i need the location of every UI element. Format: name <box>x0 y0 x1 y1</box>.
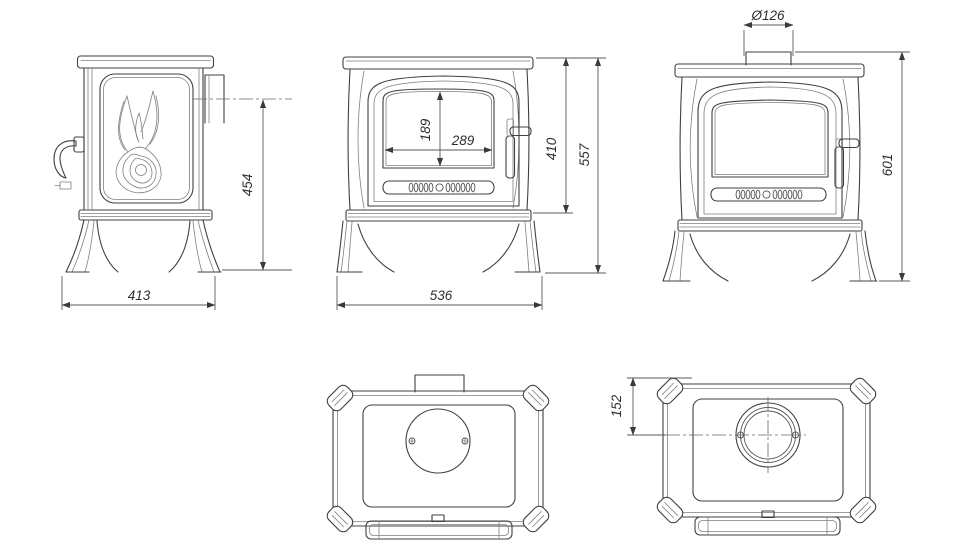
dim-flue-diameter: Ø126 <box>743 8 794 56</box>
flue-view-door-handle <box>834 138 860 189</box>
corner-lugs <box>326 384 550 533</box>
flue-opening <box>666 397 806 473</box>
dim-289: 289 <box>384 133 493 154</box>
dim-536: 536 <box>336 276 543 310</box>
front-view-top-flue: Ø126 <box>662 8 910 282</box>
side-body <box>83 67 204 211</box>
top-view-rear-flue-stub <box>414 374 465 393</box>
dim-557: 557 <box>545 57 606 274</box>
dim-label-557: 557 <box>577 143 592 166</box>
corner-lugs <box>656 377 877 524</box>
flame-relief-icon <box>115 90 162 194</box>
front-view: 189 289 410 557 536 <box>336 56 606 310</box>
flue-view-door <box>697 81 843 219</box>
flue-view-top-plate <box>674 63 865 78</box>
top-view-outline <box>332 390 544 527</box>
dim-601: 601 <box>795 51 910 282</box>
front-door <box>367 75 520 207</box>
dim-label-152: 152 <box>609 394 624 417</box>
side-view: 454 413 <box>53 55 292 310</box>
vent-knob <box>435 183 444 192</box>
dim-label-413: 413 <box>128 288 151 303</box>
vent-knob <box>762 190 771 199</box>
front-legs <box>336 220 541 273</box>
dim-label-189: 189 <box>418 118 433 141</box>
dim-label-536: 536 <box>430 288 453 303</box>
flue-view-legs <box>662 230 878 282</box>
side-panel <box>99 73 194 204</box>
front-top-plate <box>342 56 534 70</box>
flue-view-body <box>679 76 861 221</box>
top-view-closed <box>326 374 550 540</box>
side-legs <box>65 219 222 273</box>
side-door-handle <box>53 136 85 190</box>
dim-label-454: 454 <box>240 174 255 197</box>
side-top-plate <box>76 55 215 69</box>
top-view-open-front-bar <box>694 510 841 536</box>
dim-label-flue-diameter: Ø126 <box>750 8 785 23</box>
top-view-open-flue: 152 <box>609 377 877 536</box>
flue-view-air-vent <box>710 187 827 202</box>
dim-454: 454 <box>222 99 292 271</box>
dim-152: 152 <box>609 377 692 436</box>
front-air-vent <box>382 180 495 195</box>
top-flue-pipe <box>745 51 792 66</box>
dim-410: 410 <box>533 57 606 214</box>
dim-label-601: 601 <box>880 154 895 177</box>
front-base-plate <box>345 209 532 222</box>
dim-189: 189 <box>418 91 444 167</box>
side-base-plate <box>78 209 213 221</box>
dim-label-289: 289 <box>451 133 475 148</box>
flue-view-base-plate <box>677 219 863 232</box>
dim-label-410: 410 <box>544 137 559 160</box>
flue-view-glass <box>711 99 829 178</box>
front-door-glass <box>382 88 495 169</box>
front-door-handle <box>505 118 532 179</box>
top-view-front-bar <box>365 514 513 540</box>
flue-blanking-plate <box>405 408 471 474</box>
front-body <box>347 68 530 211</box>
dim-413: 413 <box>61 276 216 310</box>
blanking-plate-screws <box>408 437 469 445</box>
top-view-inner-panel <box>362 404 516 508</box>
